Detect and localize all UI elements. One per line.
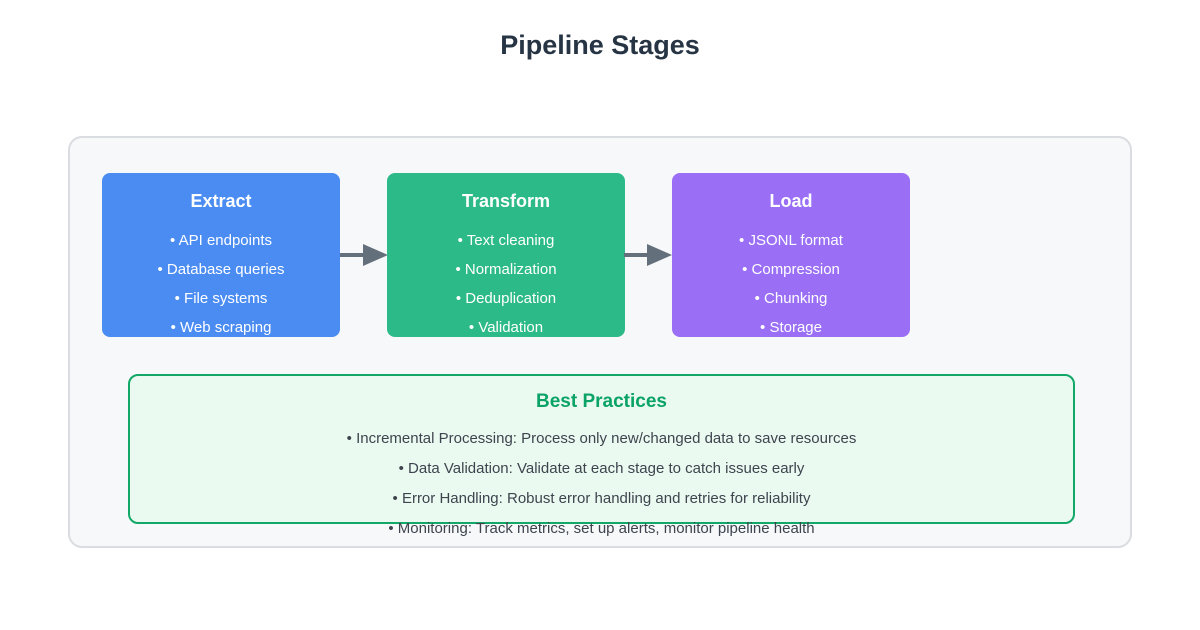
- stage-item: Text cleaning: [387, 226, 625, 255]
- stage-title-extract: Extract: [190, 191, 252, 211]
- best-practice-item: Incremental Processing: Process only new…: [130, 424, 1073, 454]
- stage-item: Database queries: [102, 255, 340, 284]
- best-practice-item: Data Validation: Validate at each stage …: [130, 454, 1073, 484]
- arrow-shaft: [340, 253, 366, 257]
- stage-item: Compression: [672, 255, 910, 284]
- best-practice-item: Error Handling: Robust error handling an…: [130, 484, 1073, 514]
- stage-item: Storage: [672, 313, 910, 342]
- arrow-head: [363, 244, 388, 266]
- best-practices-title: Best Practices: [536, 391, 667, 412]
- stage-items-extract: API endpoints Database queries File syst…: [102, 226, 340, 342]
- stage-title-transform: Transform: [461, 191, 551, 211]
- flow-arrow-icon: [340, 244, 388, 266]
- stage-box-load: Load JSONL format Compression Chunking S…: [672, 173, 910, 337]
- best-practices-items: Incremental Processing: Process only new…: [130, 424, 1073, 544]
- stage-box-transform: Transform Text cleaning Normalization De…: [387, 173, 625, 337]
- best-practices-box: Best Practices Incremental Processing: P…: [128, 374, 1075, 537]
- stage-item: Deduplication: [387, 284, 625, 313]
- stage-item: JSONL format: [672, 226, 910, 255]
- stage-item: API endpoints: [102, 226, 340, 255]
- best-practice-item: Monitoring: Track metrics, set up alerts…: [130, 514, 1073, 544]
- arrow-head: [647, 244, 672, 266]
- stage-items-load: JSONL format Compression Chunking Storag…: [672, 226, 910, 342]
- page-title: Pipeline Stages: [500, 30, 700, 60]
- stage-item: File systems: [102, 284, 340, 313]
- stage-item: Web scraping: [102, 313, 340, 342]
- stage-title-load: Load: [769, 191, 813, 211]
- stage-item: Validation: [387, 313, 625, 342]
- stage-box-extract: Extract API endpoints Database queries F…: [102, 173, 340, 337]
- stage-items-transform: Text cleaning Normalization Deduplicatio…: [387, 226, 625, 342]
- arrow-shaft: [624, 253, 650, 257]
- stage-item: Normalization: [387, 255, 625, 284]
- flow-arrow-icon: [624, 244, 672, 266]
- stage-item: Chunking: [672, 284, 910, 313]
